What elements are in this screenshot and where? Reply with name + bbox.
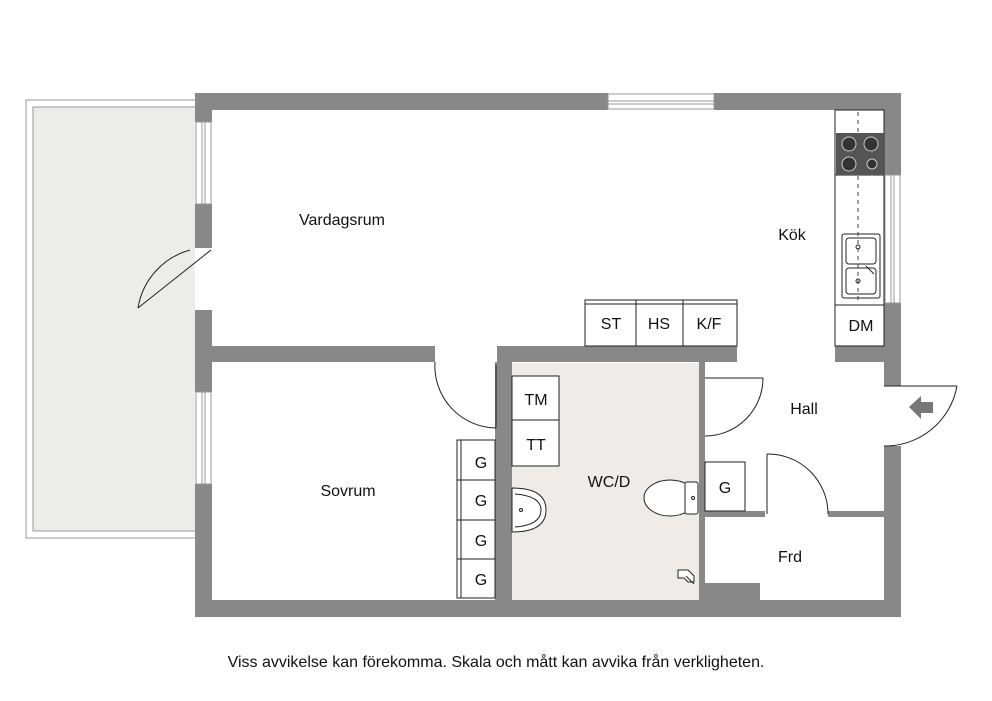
room-label-frd: Frd xyxy=(778,549,802,566)
kitchen-sink-icon xyxy=(841,233,881,299)
windows xyxy=(195,93,901,485)
doors xyxy=(137,249,958,515)
entrance-arrow-icon xyxy=(909,396,933,419)
label-g-bedroom-4: G xyxy=(475,572,487,589)
label-g-hall: G xyxy=(719,480,731,497)
bath-cabinets xyxy=(511,375,560,467)
label-tm: TM xyxy=(524,392,547,409)
room-label-kok: Kök xyxy=(778,227,807,244)
label-kf: K/F xyxy=(697,316,722,333)
window-living-left xyxy=(195,121,212,205)
window-kitchen-right xyxy=(884,174,901,304)
stove-icon xyxy=(836,133,884,175)
room-label-vardagsrum: Vardagsrum xyxy=(299,212,385,229)
label-g-bedroom-1: G xyxy=(475,455,487,472)
label-dm: DM xyxy=(849,318,874,335)
toilet-icon xyxy=(643,479,699,517)
entrance-door xyxy=(883,385,958,447)
closet-door xyxy=(766,453,829,515)
label-st: ST xyxy=(601,316,622,333)
label-hs: HS xyxy=(648,316,670,333)
disclaimer-text: Viss avvikelse kan förekomma. Skala och … xyxy=(227,654,765,671)
bedroom-door xyxy=(434,361,497,429)
window-top xyxy=(607,93,715,110)
balcony-door xyxy=(137,249,212,309)
room-label-hall: Hall xyxy=(790,401,818,418)
bedroom-wardrobes xyxy=(456,439,496,599)
room-label-sovrum: Sovrum xyxy=(320,483,375,500)
room-label-wcd: WC/D xyxy=(588,474,631,491)
openings xyxy=(195,93,901,484)
balcony xyxy=(25,99,197,539)
shower-icon xyxy=(677,569,695,585)
window-bedroom-left xyxy=(195,391,212,485)
washbasin-icon xyxy=(511,487,547,533)
label-tt: TT xyxy=(526,437,546,454)
bathroom-door xyxy=(704,377,764,437)
label-g-bedroom-3: G xyxy=(475,533,487,550)
hall-wardrobe xyxy=(704,461,746,512)
storage-cabinets xyxy=(584,299,738,347)
label-g-bedroom-2: G xyxy=(475,493,487,510)
